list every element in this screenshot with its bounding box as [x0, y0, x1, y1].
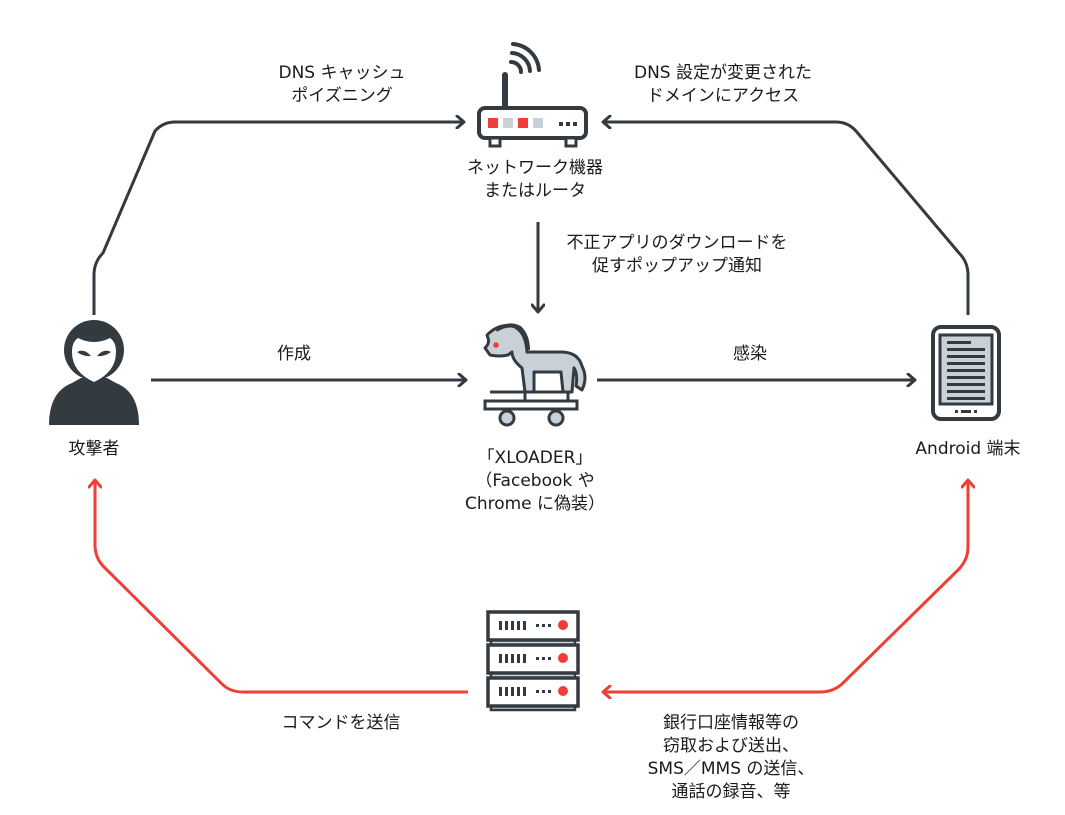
node-trojan-label: 「XLOADER」 （Facebook や Chrome に偽装）	[465, 447, 605, 516]
node-attacker-label: 攻撃者	[69, 438, 120, 461]
label-line: ポイズニング	[291, 86, 393, 106]
router-icon	[477, 42, 588, 148]
label-line: ネットワーク機器	[467, 158, 603, 178]
label-line: DNS キャッシュ	[278, 63, 406, 83]
label-dns-access: DNS 設定が変更された ドメインにアクセス	[634, 62, 812, 108]
label-line: コマンドを送信	[281, 713, 401, 733]
label-send-command: コマンドを送信	[282, 712, 401, 735]
label-exfiltrate: 銀行口座情報等の 窃取および送出、 SMS／MMS の送信、 通話の録音、等	[648, 712, 815, 804]
label-line: SMS／MMS の送信、	[647, 759, 815, 779]
attacker-icon	[49, 320, 139, 425]
label-line: 銀行口座情報等の	[663, 713, 799, 733]
label-line: （Facebook や	[475, 471, 595, 491]
edge-attacker-to-router	[92, 122, 464, 315]
label-line: ドメインにアクセス	[646, 86, 800, 106]
node-android-label: Android 端末	[915, 438, 1020, 461]
edge-android-to-server	[819, 480, 968, 694]
node-router-label: ネットワーク機器 またはルータ	[467, 157, 603, 203]
label-create: 作成	[277, 343, 311, 366]
server-icon	[486, 610, 580, 712]
label-line: 「XLOADER」	[477, 448, 593, 468]
label-line: またはルータ	[484, 181, 586, 201]
label-infect: 感染	[733, 343, 767, 366]
label-line: DNS 設定が変更された	[633, 63, 813, 83]
label-popup: 不正アプリのダウンロードを 促すポップアップ通知	[567, 232, 788, 278]
label-line: 不正アプリのダウンロードを	[566, 233, 788, 253]
tablet-device-icon	[931, 325, 1001, 421]
edge-server-to-attacker	[95, 480, 468, 694]
trojan-horse-icon	[483, 323, 587, 427]
label-line: Android 端末	[915, 439, 1021, 459]
label-line: 窃取および送出、	[663, 736, 799, 756]
label-line: 通話の録音、等	[671, 782, 791, 802]
label-line: 促すポップアップ通知	[592, 256, 762, 276]
label-line: 作成	[277, 344, 311, 364]
edge-android-to-router	[603, 122, 970, 315]
label-dns-poisoning: DNS キャッシュ ポイズニング	[278, 62, 405, 108]
label-line: 感染	[733, 344, 767, 364]
label-line: Chrome に偽装）	[464, 494, 606, 514]
label-line: 攻撃者	[68, 439, 120, 459]
